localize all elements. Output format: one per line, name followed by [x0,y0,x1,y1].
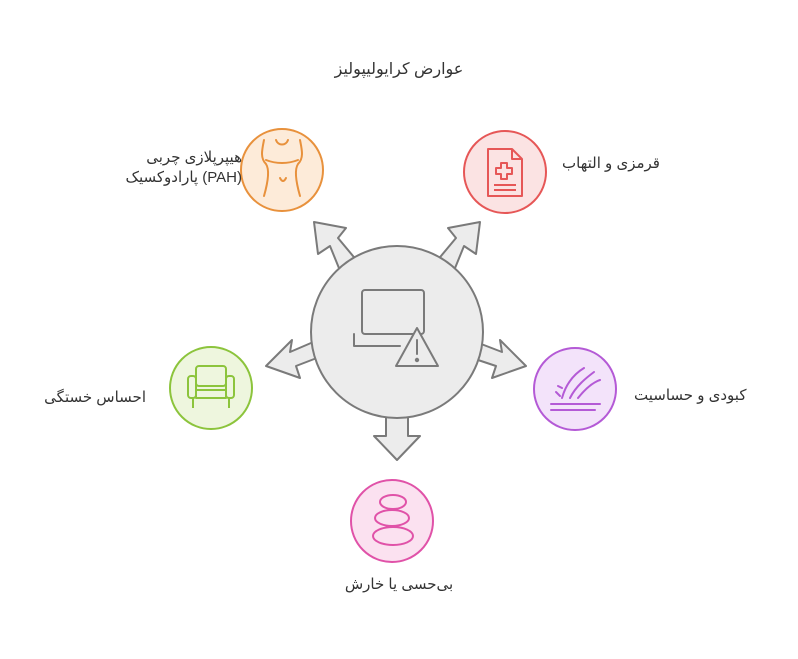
hub [265,221,527,461]
laptop-warning-icon [353,289,439,367]
label-bruising: کبودی و حساسیت [634,387,747,404]
medical-document-icon [487,148,523,197]
node-bruising [533,347,617,431]
diagram-title: عوارض کرایولیپولیز [334,61,464,78]
skin-touch-icon [550,367,601,411]
label-fatigue: احساس خستگی [44,389,146,406]
stones-icon [372,494,414,546]
node-numbness [350,479,434,563]
hub-circle [310,245,484,419]
armchair-icon [187,365,235,408]
label-numbness: بی‌حسی یا خارش [344,576,454,593]
label-pah-line2: (PAH) پارادوکسیک [125,169,242,186]
node-fatigue [169,346,253,430]
node-redness [463,130,547,214]
label-redness: قرمزی و التهاب [562,155,660,172]
body-waist-icon [261,139,303,197]
label-pah: هیپرپلازی چربی (PAH) پارادوکسیک [126,148,242,188]
node-pah [240,128,324,212]
label-pah-line1: هیپرپلازی چربی [146,149,242,166]
